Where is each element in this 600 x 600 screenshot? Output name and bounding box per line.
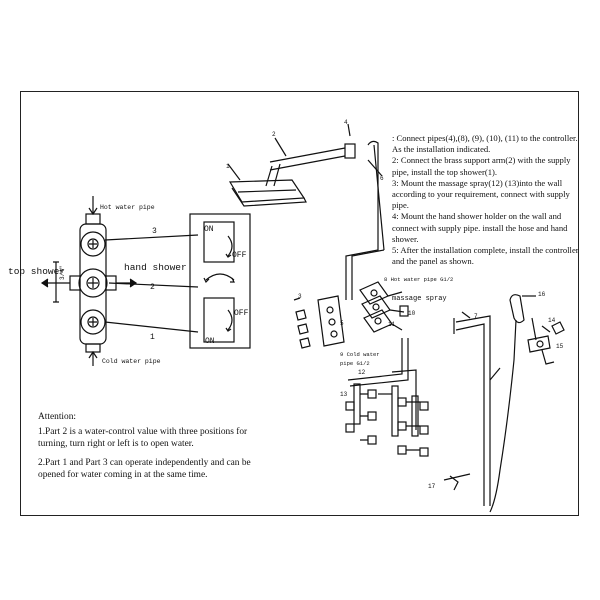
supply-pipes bbox=[347, 338, 417, 430]
part-label: 14 bbox=[548, 317, 556, 324]
label-top-shower: top shower bbox=[8, 266, 65, 277]
part-number-1: 1 bbox=[150, 333, 155, 342]
part-number-2: 2 bbox=[150, 283, 155, 292]
attention-note-2: 2.Part 1 and Part 3 can operate independ… bbox=[38, 458, 251, 480]
part-label: 6 bbox=[380, 175, 384, 182]
step-1: : Connect pipes(4),(8), (9), (10), (11) … bbox=[392, 133, 578, 155]
overhead-shower bbox=[227, 137, 356, 207]
controller bbox=[359, 281, 409, 333]
part-label: 16 bbox=[538, 291, 546, 298]
part-label: 15 bbox=[556, 343, 564, 350]
attention-notes: Attention: 1.Part 2 is a water-control v… bbox=[38, 411, 278, 488]
part-label: 10 bbox=[408, 310, 416, 317]
installation-steps: : Connect pipes(4),(8), (9), (10), (11) … bbox=[392, 133, 582, 267]
page-frame bbox=[20, 91, 579, 516]
riser-pipe bbox=[345, 123, 385, 300]
label-cold-pipe-1: 9 Cold water bbox=[340, 351, 380, 358]
part-label: 17 bbox=[428, 483, 436, 490]
part-label: 3 bbox=[298, 293, 302, 300]
part-label: 7 bbox=[474, 313, 478, 320]
label-hand-shower: hand shower bbox=[124, 262, 187, 273]
label-cold-water-pipe: Cold water pipe bbox=[102, 358, 161, 365]
label-on-top: ON bbox=[204, 225, 214, 234]
step-5: 5: After the installation complete, inst… bbox=[392, 245, 579, 267]
attention-title: Attention: bbox=[38, 412, 77, 422]
hand-shower bbox=[489, 294, 536, 513]
label-off-top: OFF bbox=[232, 251, 247, 260]
step-2: 2: Connect the brass support arm(2) with… bbox=[392, 155, 571, 177]
valve-schematic bbox=[40, 196, 199, 366]
attention-note-1: 1.Part 2 is a water-control value with t… bbox=[38, 427, 248, 449]
switch-panel bbox=[189, 213, 251, 349]
label-on-bottom: ON bbox=[205, 337, 215, 346]
part-label: 1 bbox=[226, 163, 230, 170]
valve-3 bbox=[80, 231, 106, 257]
label-off-bottom: OFF bbox=[234, 309, 249, 318]
label-massage-spray: massage spray bbox=[392, 295, 447, 303]
label-3-4: 3/4" bbox=[59, 266, 66, 280]
label-hot-water-pipe: Hot water pipe bbox=[100, 204, 155, 211]
step-4: 4: Mount the hand shower holder on the w… bbox=[392, 211, 568, 244]
part-label: 2 bbox=[272, 131, 276, 138]
label-hot-pipe-assembly: 8 Hot water pipe G1/2 bbox=[384, 276, 453, 283]
massage-jets bbox=[345, 383, 429, 457]
part-label: 4 bbox=[344, 119, 348, 126]
step-3: 3: Mount the massage spray(12) (13)into … bbox=[392, 177, 570, 211]
hand-shower-rail bbox=[443, 311, 501, 506]
valve-2 bbox=[78, 268, 108, 298]
label-cold-pipe-2: pipe G1/2 bbox=[340, 360, 370, 367]
part-label: 5 bbox=[340, 320, 344, 327]
part-label: 11 bbox=[388, 321, 396, 328]
holder-parts bbox=[527, 317, 565, 365]
cover-plate bbox=[293, 295, 345, 349]
part-label: 12 bbox=[358, 369, 366, 376]
part-number-3: 3 bbox=[152, 227, 157, 236]
part-label: 13 bbox=[340, 391, 348, 398]
